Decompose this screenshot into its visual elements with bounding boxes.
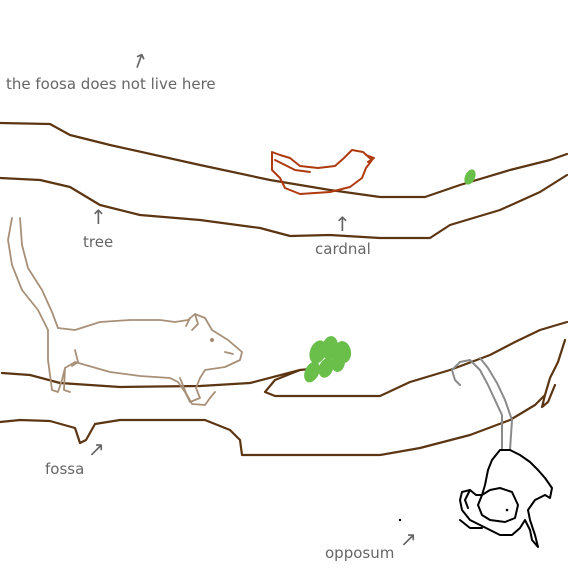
opossum-stray-dot xyxy=(398,518,402,522)
label-foosa-note: the foosa does not live here xyxy=(6,75,216,93)
lower-branch-right-stub xyxy=(540,338,567,409)
fossa-back-leg xyxy=(63,349,79,393)
label-cardinal: cardnal xyxy=(315,240,371,258)
upper-branch xyxy=(0,121,568,240)
upper-branch-bottom-edge xyxy=(0,173,568,240)
cardinal-beak xyxy=(365,154,375,163)
leaf-icon xyxy=(321,336,339,360)
cardinal-tail-inner xyxy=(274,159,311,173)
leaf-icon xyxy=(318,358,334,378)
upper-branch-top-edge xyxy=(0,121,568,199)
lower-branch xyxy=(0,320,568,457)
opossum-tail xyxy=(451,357,513,451)
leaf-icon xyxy=(330,352,346,372)
fossa-drawing xyxy=(7,217,243,406)
opossum-head xyxy=(477,487,519,523)
opossum-body xyxy=(459,449,553,548)
fossa-ear xyxy=(185,313,199,331)
fossa-eye xyxy=(209,337,215,343)
lower-branch-twig xyxy=(263,320,568,398)
label-tree: tree xyxy=(83,233,114,251)
leaf-cluster xyxy=(304,336,352,383)
arrow-up-icon: ↑ xyxy=(334,212,351,236)
lower-branch-top-edge xyxy=(0,364,342,389)
arrow-up-icon: ↑ xyxy=(90,205,107,229)
leaf-icon xyxy=(304,361,320,383)
opossum-limbs xyxy=(459,489,483,529)
lower-branch-bottom-edge xyxy=(0,393,547,457)
fossa-front-leg xyxy=(179,377,216,406)
label-opossum: opposum xyxy=(325,544,395,562)
cardinal-drawing xyxy=(271,149,375,195)
opossum-eye xyxy=(505,508,509,512)
leaf-icon xyxy=(464,169,476,185)
opossum-drawing xyxy=(398,357,553,548)
fossa-tail xyxy=(7,217,59,331)
cardinal-body xyxy=(271,149,373,195)
fossa-snout xyxy=(224,351,234,355)
label-fossa: fossa xyxy=(45,460,85,478)
